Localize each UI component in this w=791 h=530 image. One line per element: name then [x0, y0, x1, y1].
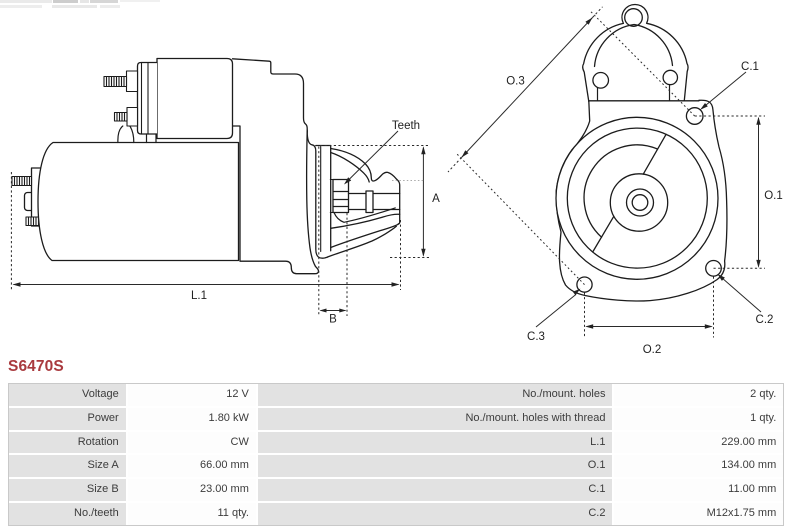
svg-text:Teeth: Teeth — [392, 120, 420, 132]
svg-text:O.3: O.3 — [506, 76, 525, 88]
svg-text:L.1: L.1 — [191, 290, 207, 302]
svg-text:B: B — [329, 314, 337, 326]
svg-text:C.1: C.1 — [741, 61, 759, 73]
svg-text:C.2: C.2 — [756, 314, 774, 326]
svg-text:O.2: O.2 — [643, 344, 662, 356]
svg-text:C.3: C.3 — [527, 331, 545, 343]
svg-text:O.1: O.1 — [764, 190, 783, 202]
svg-text:A: A — [432, 193, 440, 205]
